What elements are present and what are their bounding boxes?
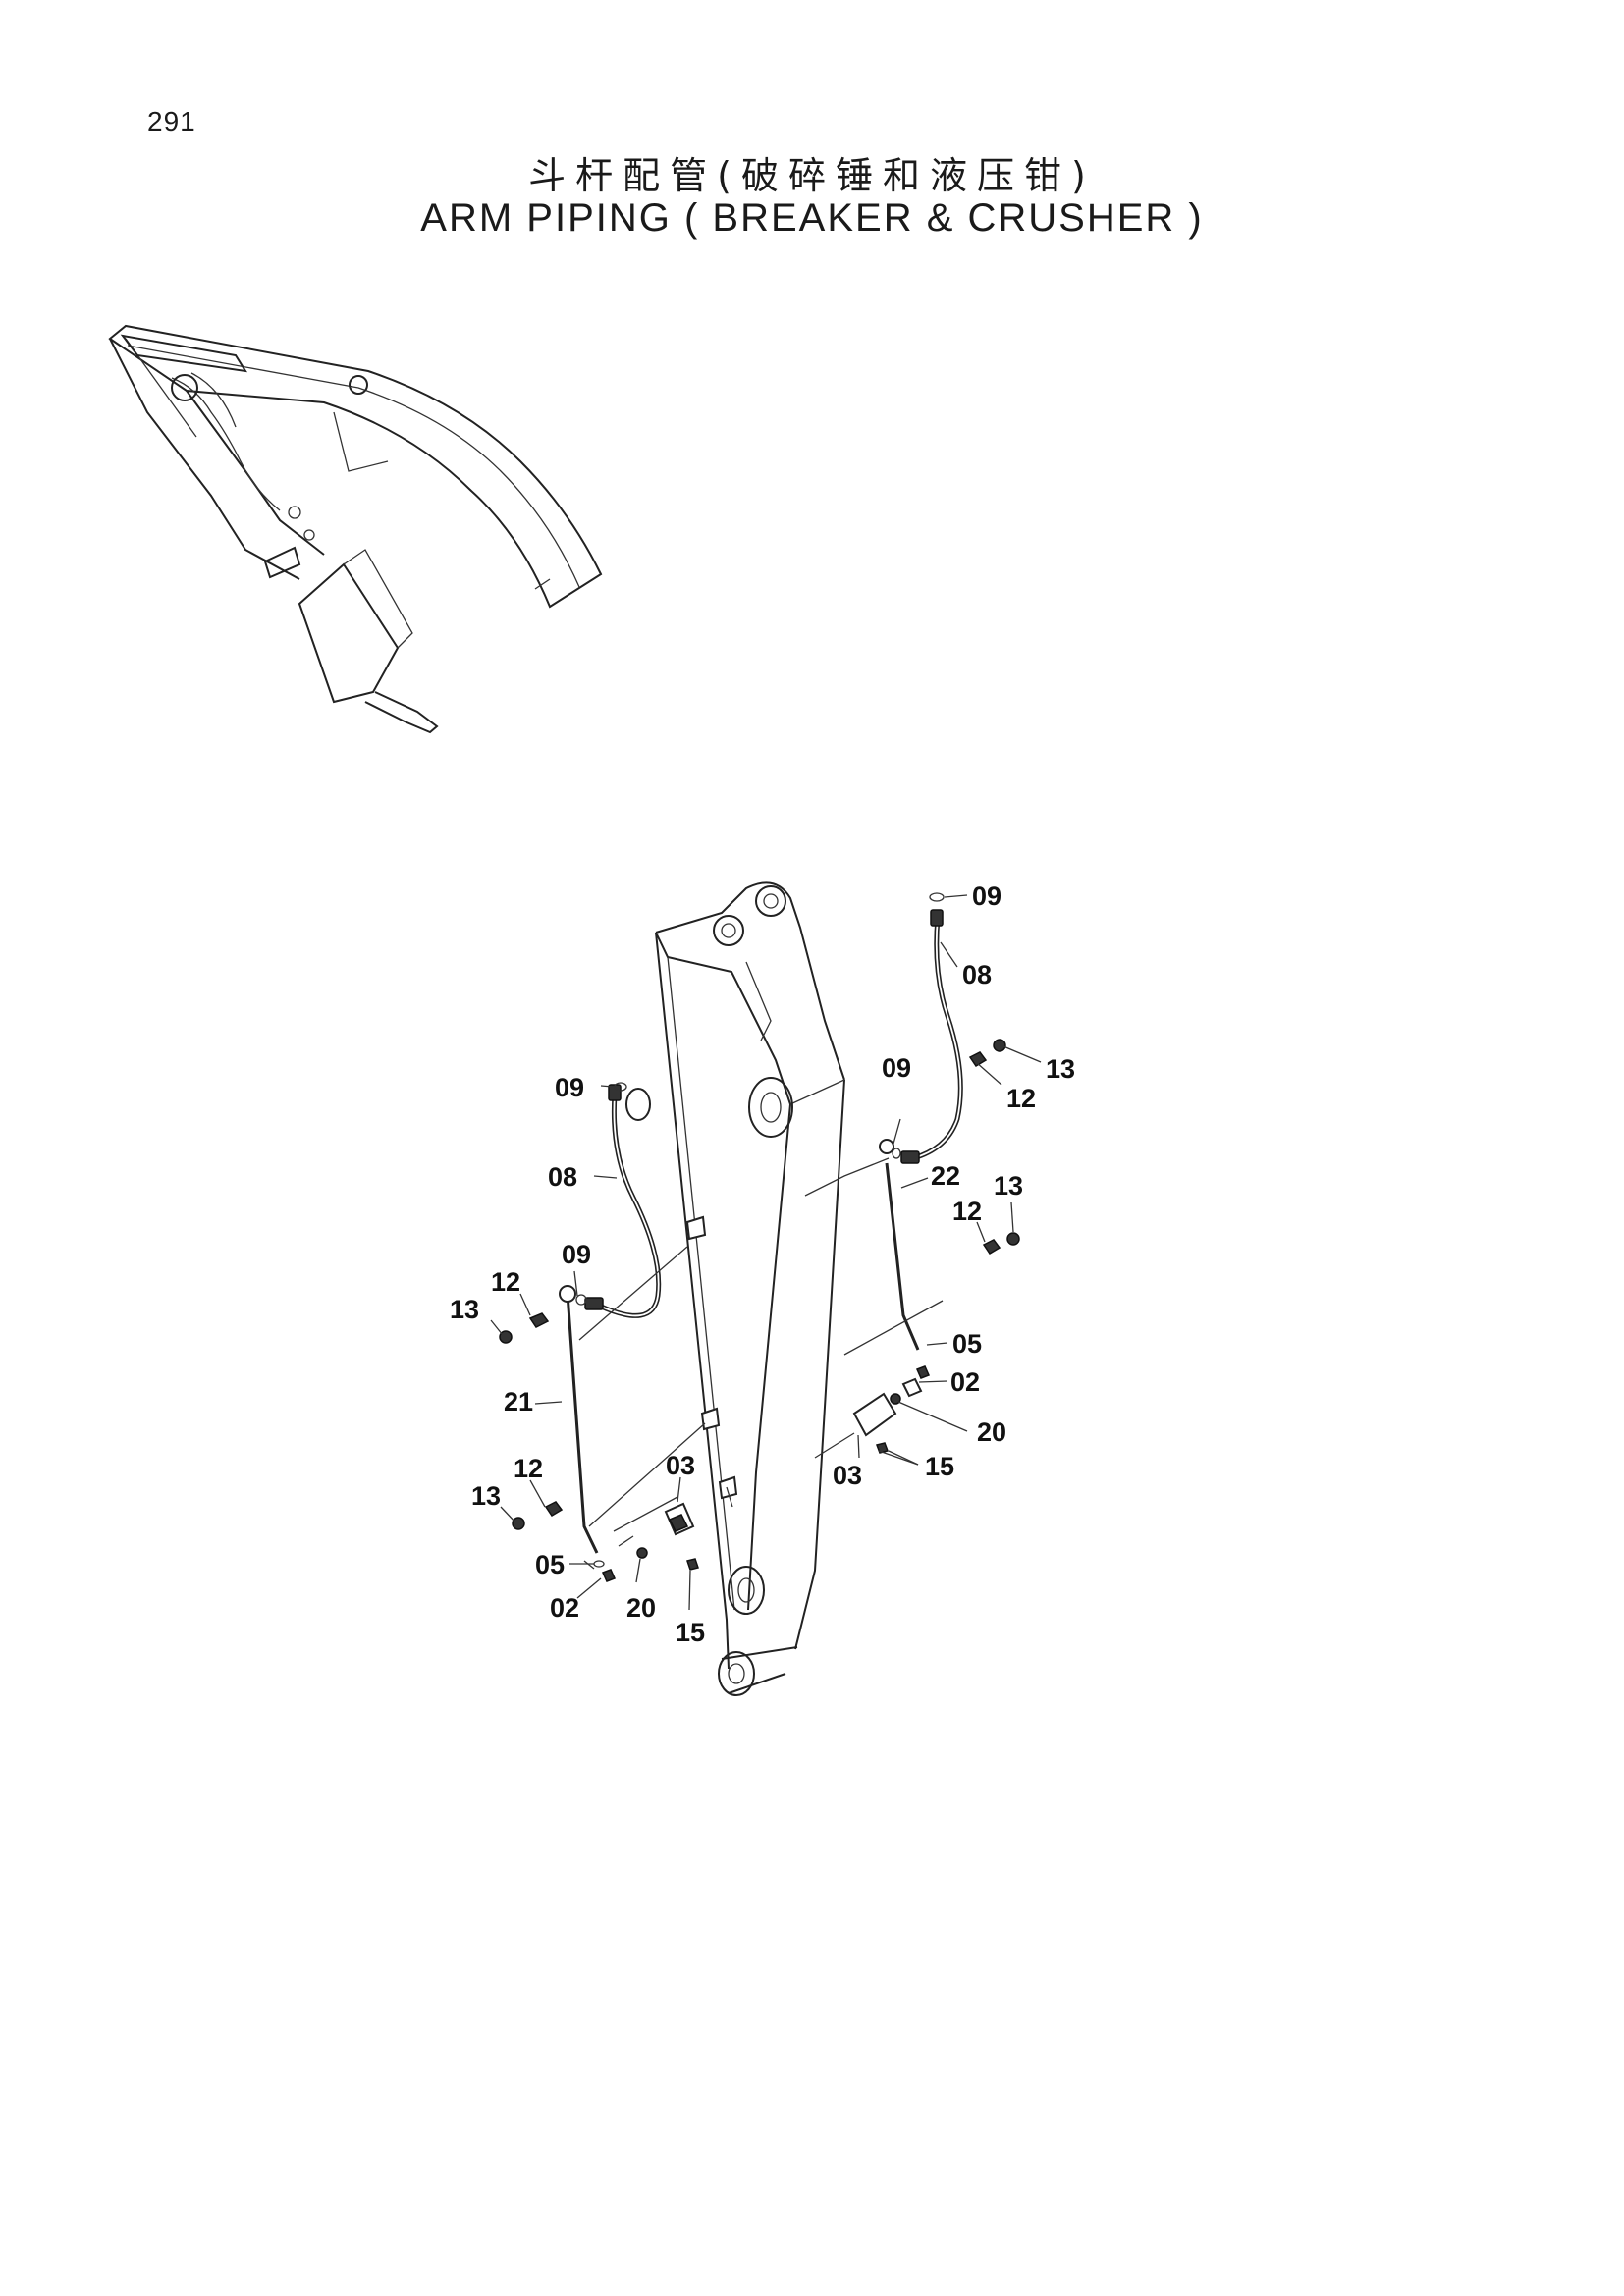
- callout-12-top-right: 12: [1006, 1084, 1036, 1113]
- callout-labels: 09 08 13 12 09 22 13 12 09 08 09 12 13 2…: [450, 881, 1075, 1647]
- callout-13-mid-right: 13: [994, 1171, 1023, 1201]
- callout-22: 22: [931, 1161, 960, 1191]
- callout-12-mid-right: 12: [952, 1197, 982, 1226]
- right-piping: [804, 892, 1020, 1459]
- callout-05-bottom-left: 05: [535, 1550, 565, 1579]
- callout-08-top-right: 08: [962, 960, 992, 989]
- left-piping: [499, 1082, 733, 1582]
- callout-21: 21: [504, 1387, 533, 1416]
- callout-12-mid-left: 12: [491, 1267, 520, 1297]
- callout-08-top-left: 08: [548, 1162, 577, 1192]
- callout-03-bottom-left: 03: [666, 1451, 695, 1480]
- callout-02-bottom-left: 02: [550, 1593, 579, 1623]
- callout-13-bottom-left: 13: [471, 1481, 501, 1511]
- callout-15-bottom-left: 15: [676, 1618, 705, 1647]
- callout-02-bottom-right: 02: [950, 1367, 980, 1397]
- overview-arm-breaker-sketch: [108, 324, 603, 734]
- callout-20-bottom-left: 20: [626, 1593, 656, 1623]
- title-english: ARM PIPING ( BREAKER & CRUSHER ): [420, 196, 1204, 240]
- title-chinese: 斗杆配管(破碎锤和液压钳): [528, 154, 1096, 197]
- callout-12-bottom-left: 12: [514, 1454, 543, 1483]
- callout-09-top-left: 09: [555, 1073, 584, 1102]
- callout-20-bottom-right: 20: [977, 1417, 1006, 1447]
- callout-05-bottom-right: 05: [952, 1329, 982, 1359]
- callout-09-mid-right: 09: [882, 1053, 911, 1083]
- callout-09-top-right: 09: [972, 881, 1001, 911]
- callout-15-bottom-right: 15: [925, 1452, 954, 1481]
- page-number: 291: [147, 106, 196, 136]
- callout-13-top-right: 13: [1046, 1054, 1075, 1084]
- callout-13-mid-left: 13: [450, 1295, 479, 1324]
- callout-leaders: [490, 894, 1042, 1611]
- callout-09-mid-left: 09: [562, 1240, 591, 1269]
- callout-03-bottom-right: 03: [833, 1461, 862, 1490]
